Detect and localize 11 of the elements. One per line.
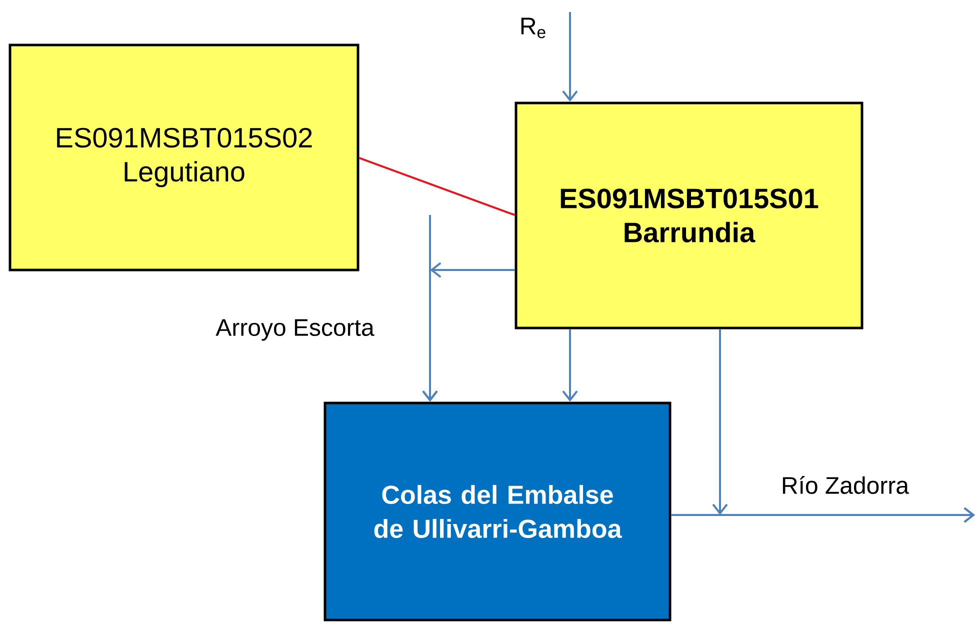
edge-label: Río Zadorra xyxy=(782,476,909,494)
edge-label: R$_{e}$ xyxy=(521,18,546,38)
arrow xyxy=(562,329,578,402)
arrow xyxy=(422,215,438,402)
arrow xyxy=(562,12,578,102)
process-box: ES091MSBT015S01 Barrundia xyxy=(514,102,864,330)
arrow xyxy=(671,507,975,523)
edge-label: Arroyo Escorta xyxy=(216,319,374,341)
connector-line xyxy=(358,157,516,216)
reservoir-box: Colas del Embalse de Ullivarri-Gamboa xyxy=(324,402,672,622)
process-box: ES091MSBT015S02 Legutiano xyxy=(8,44,360,272)
